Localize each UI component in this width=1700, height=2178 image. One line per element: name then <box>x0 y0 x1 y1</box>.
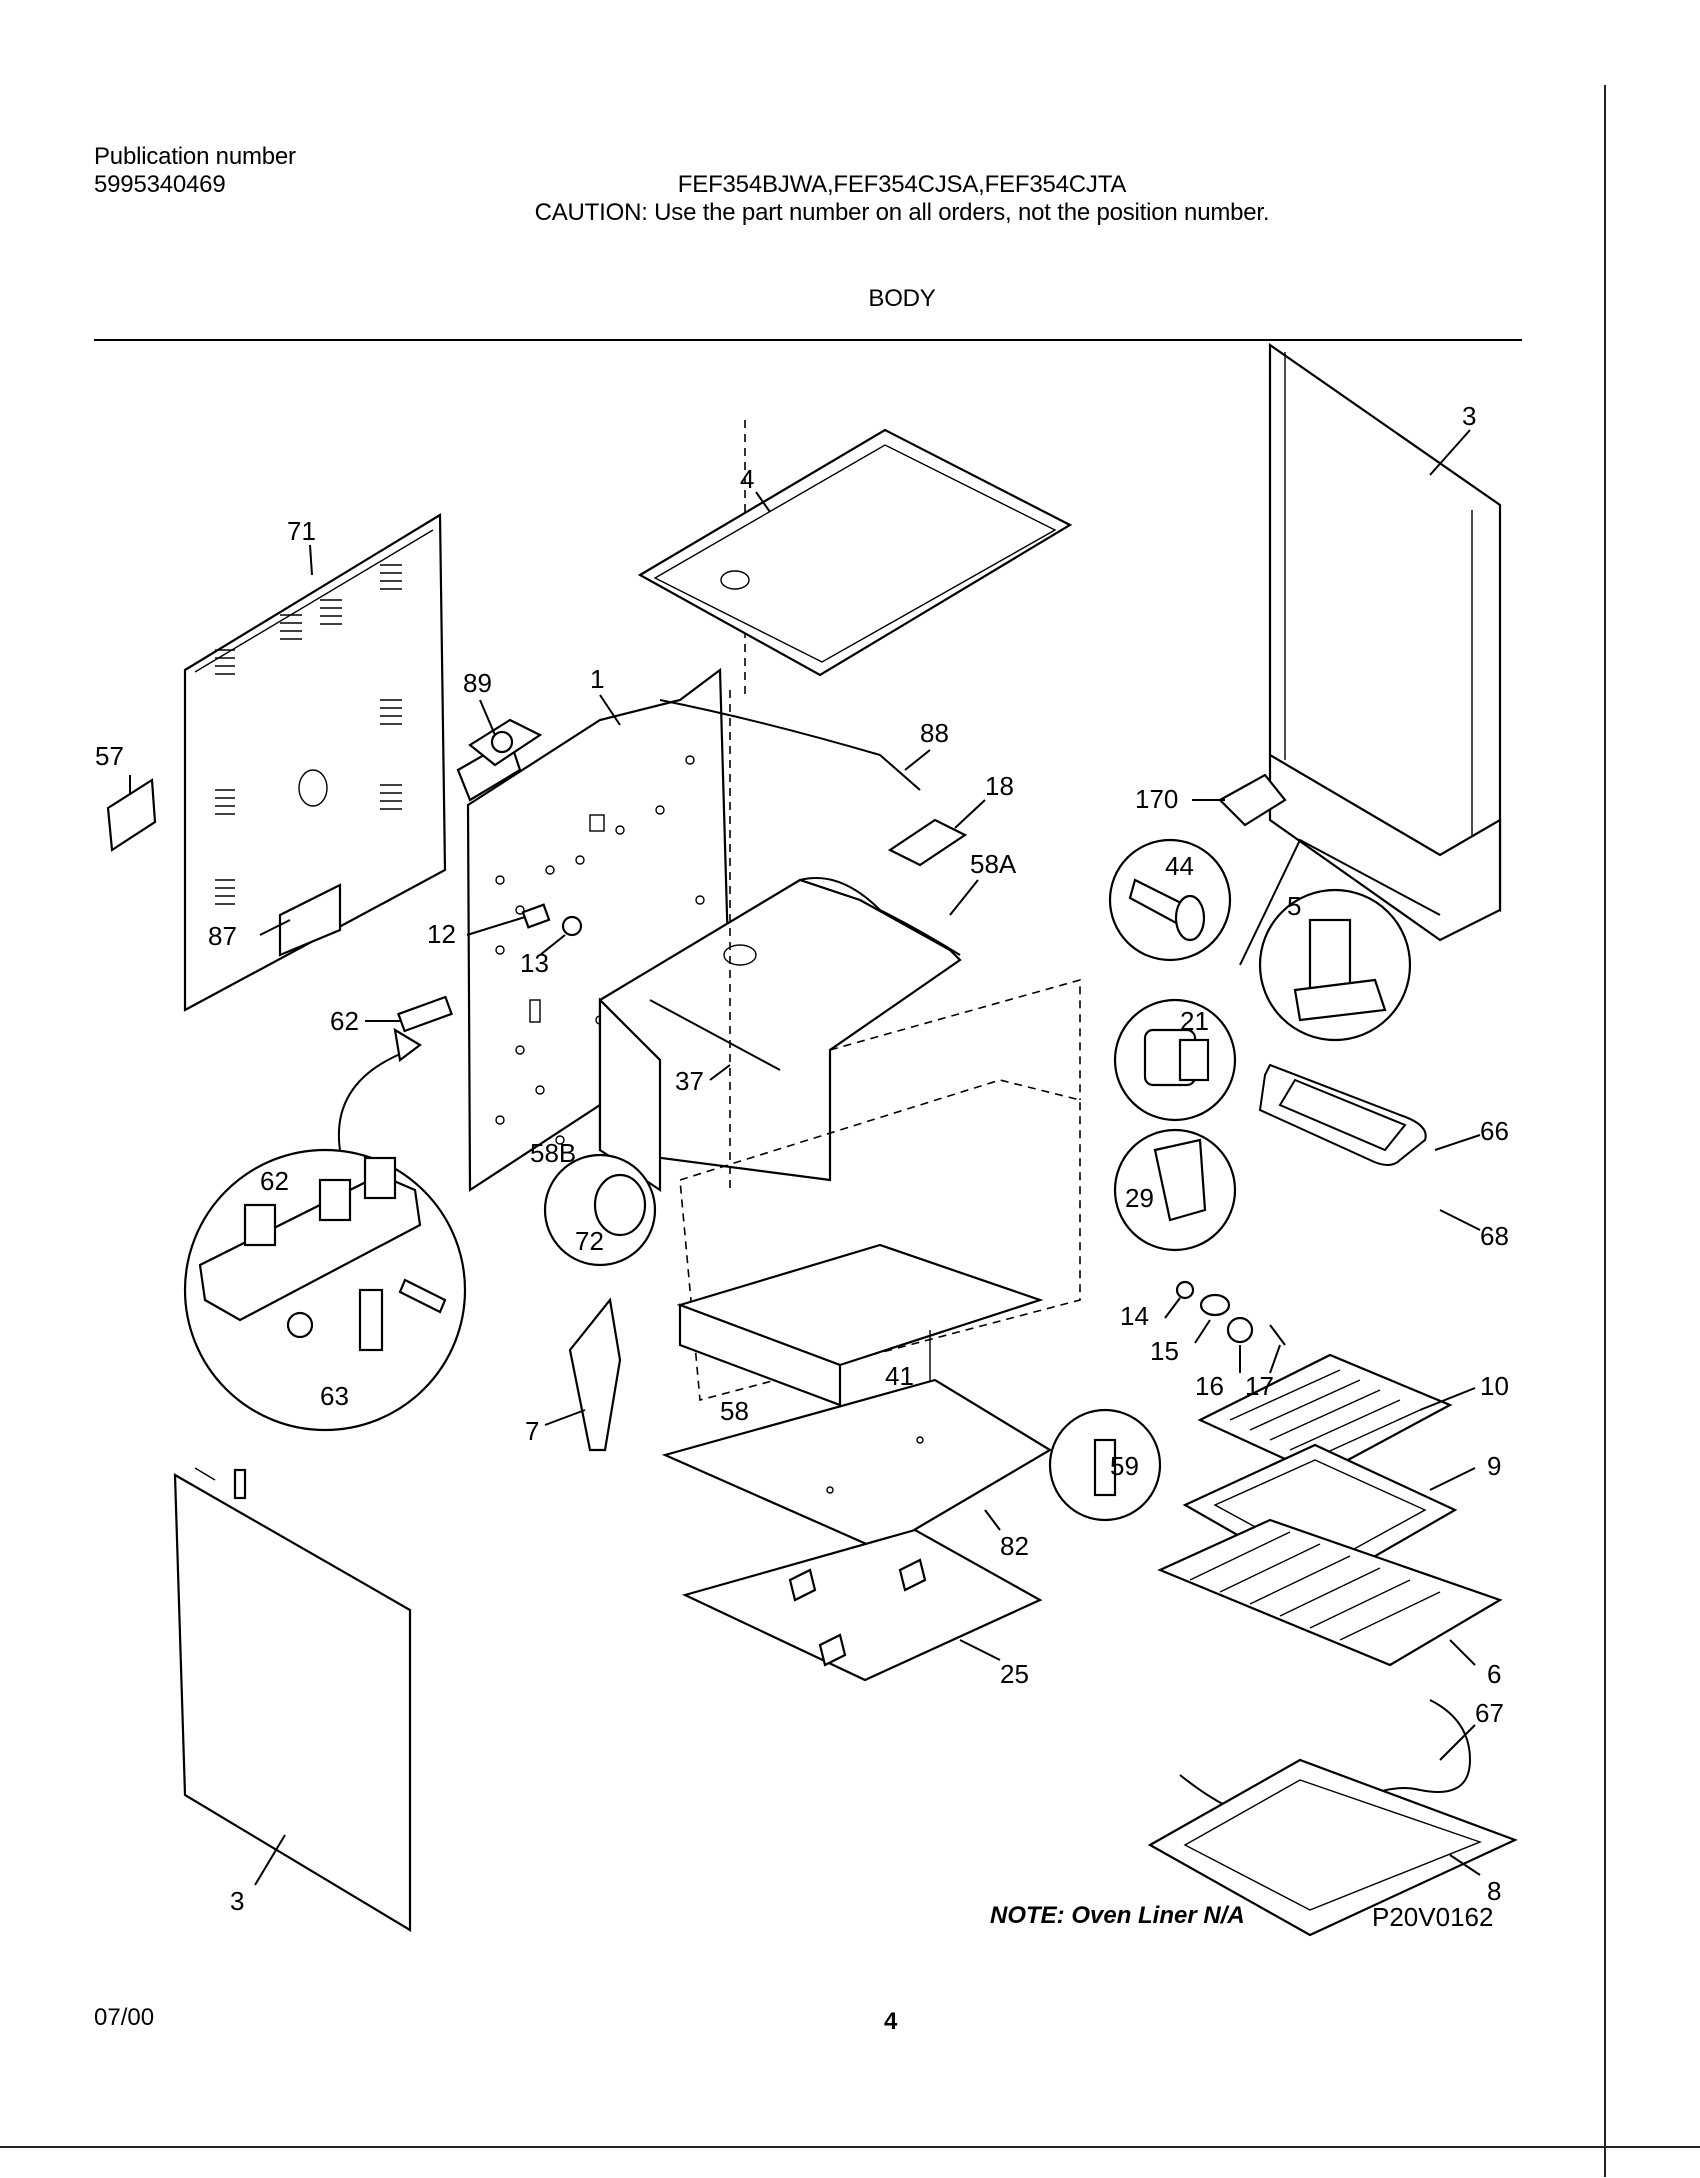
oven-bottom-part-8 <box>1147 1758 1518 1937</box>
detail-circle-21 <box>1113 998 1237 1122</box>
callout-1: 1 <box>590 664 604 694</box>
oven-rack-part-6 <box>1157 1518 1503 1667</box>
bottom-cover-part-25 <box>681 1528 1043 1682</box>
detail-circle-29 <box>1113 1128 1237 1252</box>
callout-14: 14 <box>1120 1301 1149 1331</box>
callout-41: 41 <box>885 1361 914 1391</box>
callout-21: 21 <box>1180 1006 1209 1036</box>
callout-68: 68 <box>1480 1221 1509 1251</box>
callout-89: 89 <box>463 668 492 698</box>
floor-insulation-part-41 <box>676 1243 1044 1407</box>
bracket-part-170 <box>1218 773 1287 827</box>
hinge-part-7 <box>568 1297 622 1452</box>
detail-circle-59 <box>1048 1408 1162 1522</box>
callout-4: 4 <box>740 464 754 494</box>
callout-87: 87 <box>208 921 237 951</box>
callout-37: 37 <box>675 1066 704 1096</box>
side-panel-part-3-left <box>173 1467 412 1932</box>
model-numbers: FEF354BJWA,FEF354CJSA,FEF354CJTA <box>677 171 1127 198</box>
back-panel-part-71 <box>183 513 447 1012</box>
page-number: 4 <box>884 2008 898 2035</box>
callout-25: 25 <box>1000 1659 1029 1689</box>
broiler-grid-part-10 <box>1197 1353 1453 1477</box>
oven-insulation-part-58A <box>598 877 962 1193</box>
broil-element-part-66 <box>1258 1063 1427 1166</box>
oven-liner-note: NOTE: Oven Liner N/A <box>990 1902 1245 1929</box>
callout-9: 9 <box>1487 1451 1501 1481</box>
leader-lines <box>129 429 1481 1886</box>
publication-date: 07/00 <box>94 2004 155 2031</box>
callout-58: 58 <box>720 1396 749 1426</box>
callout-18: 18 <box>985 771 1014 801</box>
caution-text: CAUTION: Use the part number on all orde… <box>534 199 1270 226</box>
page-edge-right <box>1604 85 1606 2177</box>
callout-17: 17 <box>1245 1371 1274 1401</box>
callout-10: 10 <box>1480 1371 1509 1401</box>
callout-57: 57 <box>95 741 124 771</box>
detail-circle-72 <box>543 1153 657 1267</box>
callout-12: 12 <box>427 919 456 949</box>
diagram-code: P20V0162 <box>1372 1902 1494 1932</box>
callout-82: 82 <box>1000 1531 1029 1561</box>
callout-15: 15 <box>1150 1336 1179 1366</box>
callout-3: 3 <box>1462 401 1476 431</box>
callout-72: 72 <box>575 1226 604 1256</box>
top-panel-part-4 <box>637 428 1073 677</box>
callout-29: 29 <box>1125 1183 1154 1213</box>
detail-circle-44 <box>1108 838 1232 962</box>
callout-62-small: 62 <box>330 1006 359 1036</box>
callout-labels: 71 4 3 57 89 1 88 18 170 58A 44 5 87 12 … <box>95 401 1509 1916</box>
callout-58A: 58A <box>970 849 1017 879</box>
bottom-panel-part-82 <box>661 1378 1053 1552</box>
callout-44: 44 <box>1165 851 1194 881</box>
callout-58B: 58B <box>530 1138 576 1168</box>
side-panel-part-3-right <box>1268 342 1502 942</box>
callout-62-detail: 62 <box>260 1166 289 1196</box>
callout-88: 88 <box>920 718 949 748</box>
callout-63: 63 <box>320 1381 349 1411</box>
wire-part-88 <box>659 699 921 791</box>
callout-170: 170 <box>1135 784 1178 814</box>
page-edge-bottom <box>0 2146 1700 2148</box>
section-title: BODY <box>868 285 936 312</box>
callout-67: 67 <box>1475 1698 1504 1728</box>
publication-label: Publication number <box>94 143 296 170</box>
callout-8: 8 <box>1487 1876 1501 1906</box>
exploded-parts-diagram: 71 4 3 57 89 1 88 18 170 58A 44 5 87 12 … <box>95 342 1518 1937</box>
callout-71: 71 <box>287 516 316 546</box>
callout-13: 13 <box>520 948 549 978</box>
callout-16: 16 <box>1195 1371 1224 1401</box>
callout-66: 66 <box>1480 1116 1509 1146</box>
callout-5: 5 <box>1287 891 1301 921</box>
terminal-block-small-62 <box>397 995 453 1033</box>
header-rule <box>94 339 1522 341</box>
callout-7: 7 <box>525 1416 539 1446</box>
publication-number: 5995340469 <box>94 171 226 198</box>
bracket-part-18 <box>887 818 968 867</box>
rod-part-37 <box>649 999 781 1071</box>
callout-6: 6 <box>1487 1659 1501 1689</box>
detail-circle-5 <box>1239 838 1441 1042</box>
plate-part-57 <box>106 778 157 852</box>
callout-59: 59 <box>1110 1451 1139 1481</box>
callout-3-left: 3 <box>230 1886 244 1916</box>
detail-circle-62-63 <box>183 1027 467 1432</box>
